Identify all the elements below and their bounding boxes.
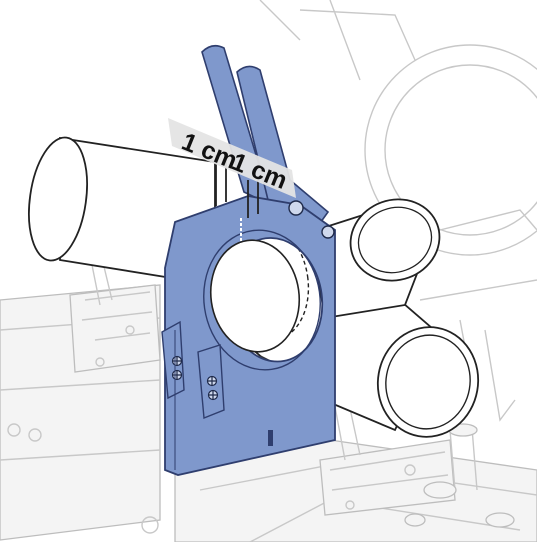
clamp-assembly [161, 44, 336, 476]
label-band [168, 118, 296, 198]
front-handle [236, 65, 330, 228]
